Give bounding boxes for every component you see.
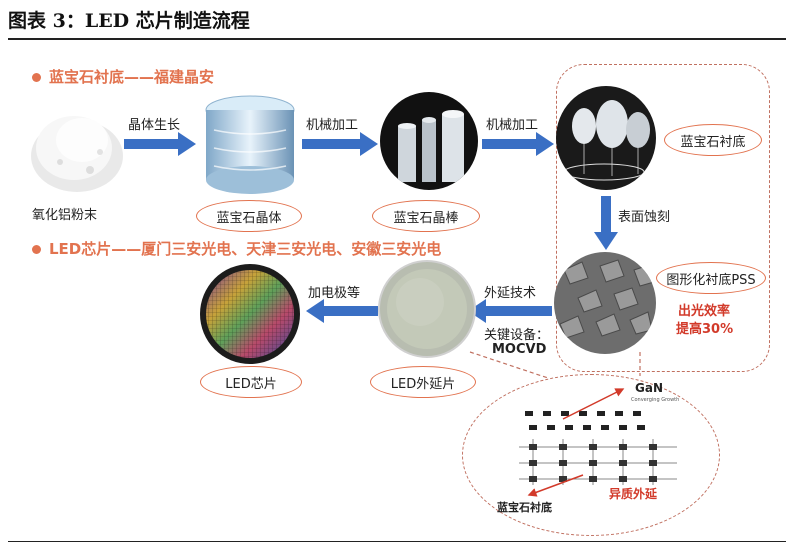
arrow-label-crystal-growth: 晶体生长 xyxy=(128,118,181,133)
section-sapphire-header: 蓝宝石衬底——福建晶安 xyxy=(32,66,214,87)
powder-label: 氧化铝粉末 xyxy=(32,208,98,223)
arrow-label-epitaxy: 外延技术 xyxy=(484,286,537,301)
crystal-oval-label: 蓝宝石晶体 xyxy=(196,200,302,232)
chip-label: LED芯片 xyxy=(225,376,277,392)
pss-oval-label: 图形化衬底PSS xyxy=(656,262,766,294)
sapphire-substrate-image xyxy=(556,86,656,190)
inset-substrate-label: 蓝宝石衬底 xyxy=(497,501,552,514)
led-chip-wafer-image xyxy=(200,264,300,364)
arrow-label-machining-1: 机械加工 xyxy=(306,118,359,133)
arrow-electrode xyxy=(306,299,378,323)
alumina-powder-image xyxy=(30,92,124,196)
arrow-crystal-growth xyxy=(124,132,196,156)
substrate-dashed-box xyxy=(556,64,770,372)
section-led-header: LED芯片——厦门三安光电、天津三安光电、安徽三安光电 xyxy=(32,238,441,259)
key-equipment-label: 关键设备： xyxy=(484,328,550,343)
rod-label: 蓝宝石晶棒 xyxy=(393,210,459,226)
figure-title: 图表 3：LED 芯片制造流程 xyxy=(8,10,250,32)
section-sapphire-text: 蓝宝石衬底——福建晶安 xyxy=(49,68,215,86)
converging-growth-label: Converging Growth xyxy=(631,397,680,403)
chip-oval-label: LED芯片 xyxy=(200,366,302,398)
epi-label: LED外延片 xyxy=(390,376,456,392)
epi-oval-label: LED外延片 xyxy=(370,366,476,398)
arrow-label-etching: 表面蚀刻 xyxy=(618,210,671,225)
section-led-text: LED芯片——厦门三安光电、天津三安光电、安徽三安光电 xyxy=(49,240,442,258)
mocvd-label: MOCVD xyxy=(492,342,547,357)
arrow-machining-2 xyxy=(482,132,554,156)
arrow-label-electrode: 加电极等 xyxy=(308,286,361,301)
arrow-label-machining-2: 机械加工 xyxy=(486,118,539,133)
bullet-dot-icon xyxy=(32,73,41,82)
gan-label: GaN xyxy=(635,381,663,395)
bottom-rule xyxy=(8,541,786,542)
bullet-dot-icon xyxy=(32,245,41,254)
pss-label: 图形化衬底PSS xyxy=(666,272,756,288)
pss-image xyxy=(554,252,656,354)
light-efficiency-note: 出光效率 xyxy=(678,304,731,319)
arrow-machining-1 xyxy=(302,132,378,156)
title-rule xyxy=(8,38,786,40)
sapphire-crystal-image xyxy=(200,90,300,198)
sapphire-rod-image xyxy=(380,92,478,190)
heteroepitaxy-label: 异质外延 xyxy=(609,487,658,501)
rod-oval-label: 蓝宝石晶棒 xyxy=(372,200,480,232)
substrate-oval-label: 蓝宝石衬底 xyxy=(664,124,762,156)
substrate-label: 蓝宝石衬底 xyxy=(680,134,746,150)
arrow-etching xyxy=(594,196,618,250)
light-efficiency-value: 提高30% xyxy=(676,322,734,337)
crystal-label: 蓝宝石晶体 xyxy=(216,210,282,226)
lattice-diagram xyxy=(519,388,677,497)
arrow-epitaxy xyxy=(468,299,552,323)
epi-wafer-image xyxy=(378,260,476,358)
heteroepitaxy-inset: GaN Converging Growth 蓝宝石衬底 异质外延 xyxy=(462,374,720,536)
